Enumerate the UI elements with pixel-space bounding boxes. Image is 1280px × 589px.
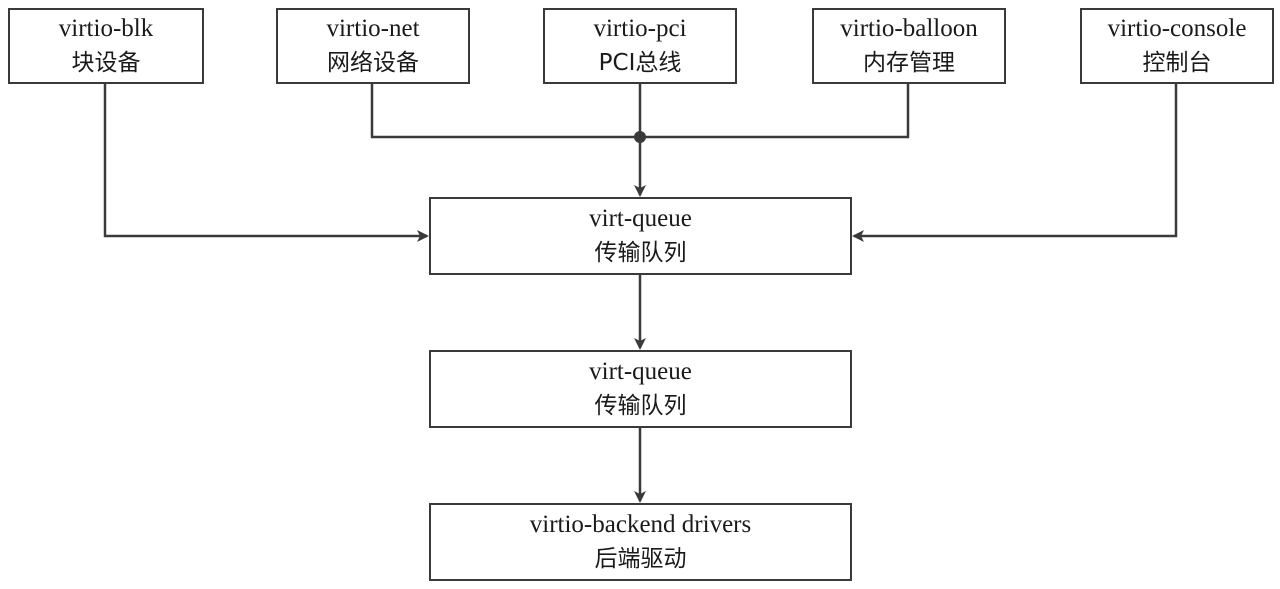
node-virtio-net-name: virtio-net xyxy=(326,15,420,42)
node-virt-queue-frontend-desc: 传输队列 xyxy=(594,240,687,266)
node-virtio-pci-desc: PCI总线 xyxy=(598,50,682,76)
node-virt-queue-backend: virt-queue 传输队列 xyxy=(429,350,852,428)
edge-balloon-to-junction xyxy=(640,84,910,139)
node-virtio-console: virtio-console 控制台 xyxy=(1080,8,1274,84)
node-virtio-balloon-desc: 内存管理 xyxy=(863,50,955,76)
node-virtio-blk: virtio-blk 块设备 xyxy=(8,8,204,84)
node-virtio-backend-drivers-desc: 后端驱动 xyxy=(594,546,687,572)
edge-blk-to-queue1 xyxy=(103,84,429,242)
junction-dot xyxy=(634,131,646,143)
node-virt-queue-frontend-name: virt-queue xyxy=(589,205,692,232)
node-virt-queue-backend-name: virt-queue xyxy=(589,358,692,385)
node-virt-queue-frontend: virt-queue 传输队列 xyxy=(429,197,852,275)
node-virtio-blk-desc: 块设备 xyxy=(71,50,141,76)
node-virtio-console-desc: 控制台 xyxy=(1142,50,1212,76)
node-virtio-net: virtio-net 网络设备 xyxy=(276,8,470,84)
node-virtio-pci: virtio-pci PCI总线 xyxy=(543,8,737,84)
node-virtio-pci-name: virtio-pci xyxy=(593,15,687,42)
node-virtio-backend-drivers: virtio-backend drivers 后端驱动 xyxy=(429,503,852,581)
node-virtio-blk-name: virtio-blk xyxy=(58,15,154,42)
node-virtio-balloon-name: virtio-balloon xyxy=(840,15,978,42)
node-virt-queue-backend-desc: 传输队列 xyxy=(594,393,687,419)
node-virtio-net-desc: 网络设备 xyxy=(327,50,419,76)
node-virtio-backend-drivers-name: virtio-backend drivers xyxy=(529,511,752,538)
edge-net-to-junction xyxy=(370,84,640,139)
node-virtio-balloon: virtio-balloon 内存管理 xyxy=(812,8,1006,84)
edge-console-to-queue1 xyxy=(852,84,1178,242)
node-virtio-console-name: virtio-console xyxy=(1107,15,1247,42)
